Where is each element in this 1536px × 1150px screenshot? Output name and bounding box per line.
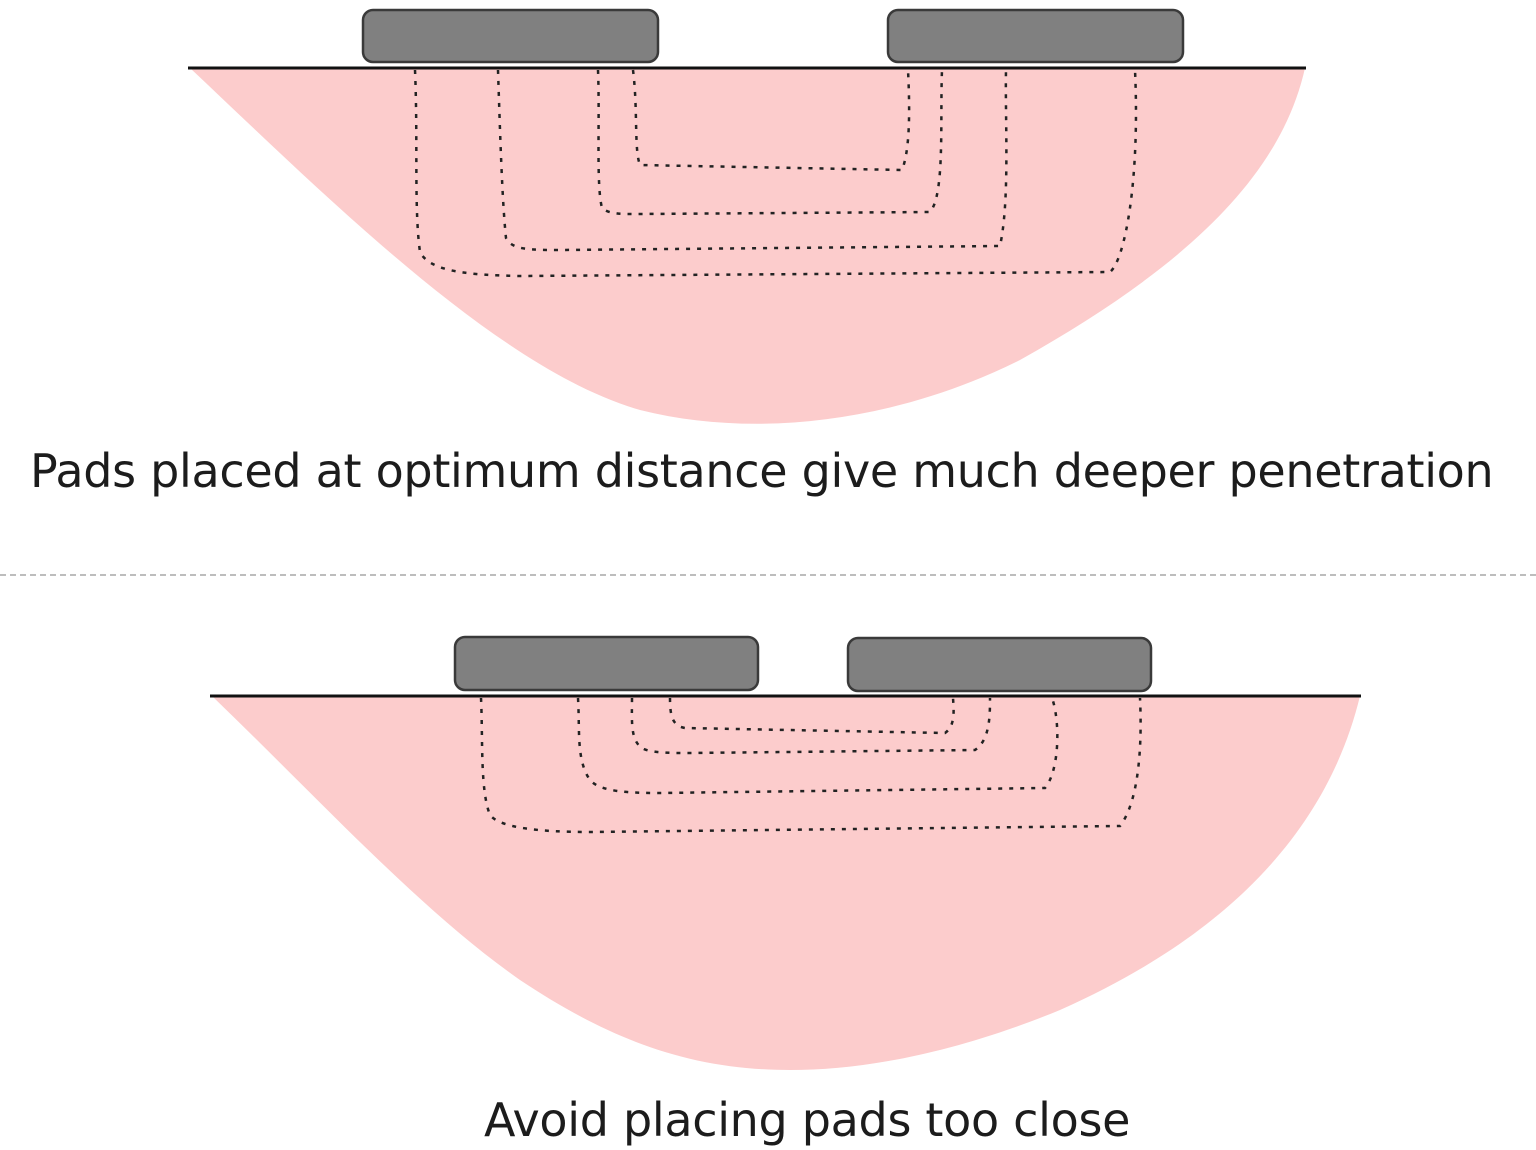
- current-path-1: [668, 697, 955, 735]
- section-separator: [0, 574, 1536, 576]
- caption-pads-too-close: Avoid placing pads too close: [484, 1093, 1131, 1147]
- current-paths: [413, 69, 1138, 278]
- current-path-3: [576, 697, 1059, 795]
- current-path-4: [479, 697, 1142, 834]
- current-paths: [479, 697, 1142, 834]
- electrode-pad-right: [846, 636, 1153, 693]
- electrode-pad-right: [886, 8, 1185, 64]
- tissue-region: [212, 696, 1360, 1070]
- tissue-region: [190, 68, 1305, 424]
- electrode-pad-left: [453, 635, 760, 692]
- electrode-pad-left: [361, 8, 660, 64]
- caption-optimum-distance: Pads placed at optimum distance give muc…: [30, 444, 1494, 498]
- diagram-optimum-distance: [0, 0, 1536, 440]
- diagram-pads-too-close: [0, 600, 1536, 1090]
- optimum-distance-illustration: [188, 8, 1306, 424]
- pads-too-close-illustration: [210, 635, 1361, 1070]
- current-path-4: [413, 69, 1138, 278]
